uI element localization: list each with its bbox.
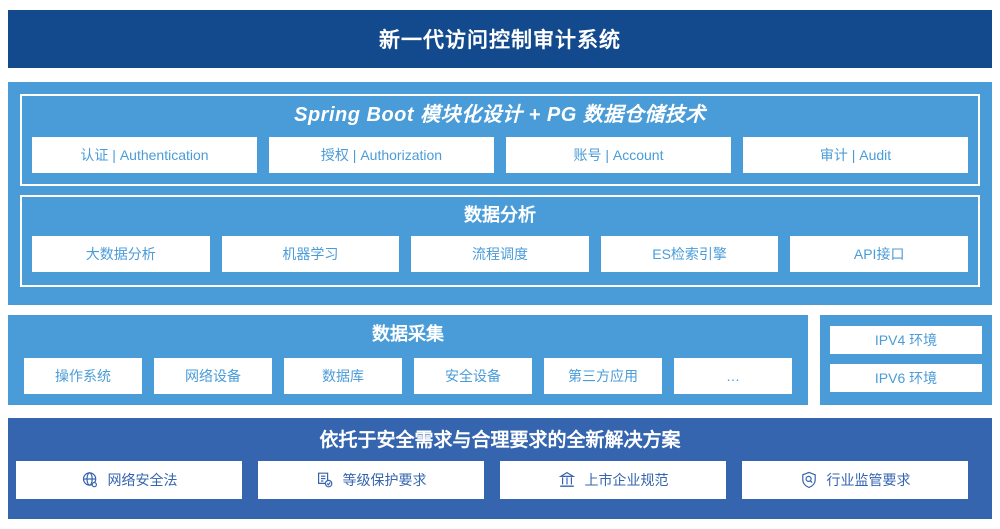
chip-industry-regulation[interactable]: 行业监管要求: [742, 461, 968, 499]
chip-security-device[interactable]: 安全设备: [414, 358, 532, 394]
chip-more-ellipsis[interactable]: …: [674, 358, 792, 394]
chip-authorization[interactable]: 授权 | Authorization: [269, 137, 494, 173]
chip-es-search-engine[interactable]: ES检索引擎: [600, 236, 779, 272]
chip-listed-company-standard[interactable]: 上市企业规范: [500, 461, 726, 499]
chip-operating-system[interactable]: 操作系统: [24, 358, 142, 394]
solution-heading: 依托于安全需求与合理要求的全新解决方案: [319, 430, 681, 451]
chip-label: 上市企业规范: [584, 472, 669, 488]
data-collection-panel: 数据采集 操作系统 网络设备 数据库 安全设备 第三方应用 …: [8, 315, 808, 405]
chip-third-party-application[interactable]: 第三方应用: [544, 358, 662, 394]
chip-ipv6-environment[interactable]: IPV6 环境: [830, 364, 982, 392]
chip-big-data-analysis[interactable]: 大数据分析: [32, 236, 210, 272]
chip-label: 等级保护要求: [342, 472, 427, 488]
bank-building-icon: [558, 471, 576, 489]
chip-cybersecurity-law[interactable]: 网络安全法: [16, 461, 242, 499]
chip-database[interactable]: 数据库: [284, 358, 402, 394]
chip-audit[interactable]: 审计 | Audit: [743, 137, 968, 173]
chip-account[interactable]: 账号 | Account: [506, 137, 731, 173]
document-check-icon: [316, 471, 334, 489]
shield-search-icon: [800, 471, 818, 489]
chip-authentication[interactable]: 认证 | Authentication: [32, 137, 257, 173]
chip-network-device[interactable]: 网络设备: [154, 358, 272, 394]
globe-icon: [81, 471, 99, 489]
springboot-group: Spring Boot 模块化设计 + PG 数据仓储技术 认证 | Authe…: [20, 94, 980, 186]
springboot-chip-row: 认证 | Authentication 授权 | Authorization 账…: [32, 137, 968, 173]
chip-api-interface[interactable]: API接口: [790, 236, 968, 272]
data-analysis-group: 数据分析 大数据分析 机器学习 流程调度 ES检索引擎 API接口: [20, 195, 980, 287]
chip-machine-learning[interactable]: 机器学习: [221, 236, 400, 272]
chip-label: 网络安全法: [107, 472, 178, 488]
platform-panel: Spring Boot 模块化设计 + PG 数据仓储技术 认证 | Authe…: [8, 82, 992, 305]
data-collection-chip-row: 操作系统 网络设备 数据库 安全设备 第三方应用 …: [24, 358, 792, 394]
data-analysis-chip-row: 大数据分析 机器学习 流程调度 ES检索引擎 API接口: [32, 236, 968, 272]
data-analysis-heading: 数据分析: [464, 205, 536, 225]
springboot-heading: Spring Boot 模块化设计 + PG 数据仓储技术: [294, 104, 706, 126]
system-title-bar: 新一代访问控制审计系统: [8, 10, 992, 68]
chip-classified-protection[interactable]: 等级保护要求: [258, 461, 484, 499]
chip-process-scheduling[interactable]: 流程调度: [411, 236, 589, 272]
data-collection-heading: 数据采集: [372, 324, 444, 344]
chip-label: 行业监管要求: [826, 472, 911, 488]
chip-ipv4-environment[interactable]: IPV4 环境: [830, 326, 982, 354]
solution-chip-row: 网络安全法 等级保护要求: [16, 461, 968, 499]
ip-environment-panel: IPV4 环境 IPV6 环境: [820, 315, 992, 405]
page-title: 新一代访问控制审计系统: [379, 29, 621, 52]
